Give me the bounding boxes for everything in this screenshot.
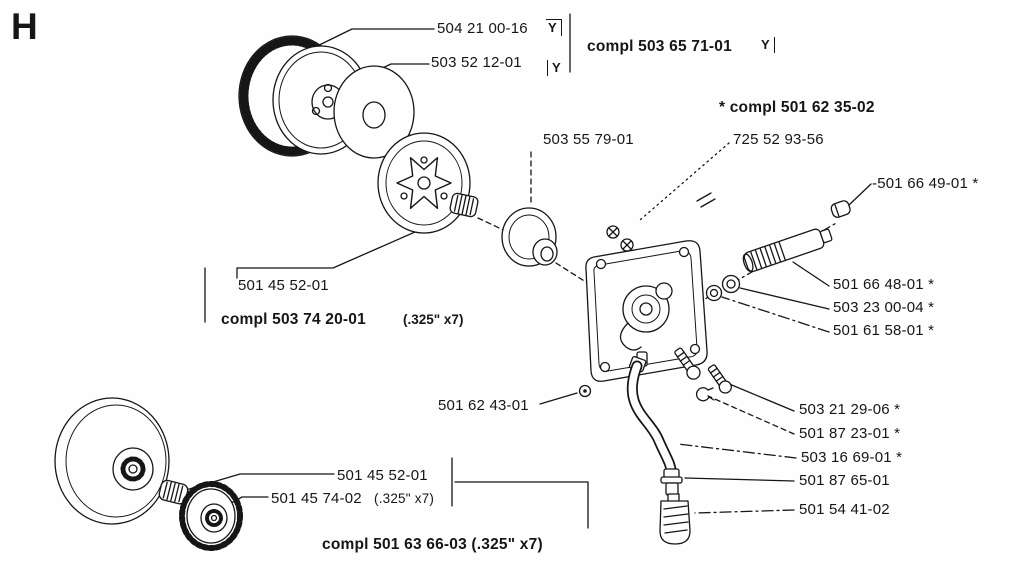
part-number-501-66-49-01: -501 66 49-01 * — [872, 175, 979, 192]
mounting-screws — [606, 225, 634, 252]
lower-screws — [578, 347, 732, 402]
part-number-501-45-52-01-top: 501 45 52-01 — [238, 277, 329, 294]
hose-clamp — [696, 387, 715, 402]
spec-503-74-20-01: (.325" x7) — [403, 312, 464, 327]
part-number-501-66-48-01: 501 66 48-01 * — [833, 276, 935, 293]
part-number-503-23-00-04: 503 23 00-04 * — [833, 299, 935, 316]
part-number-503-52-12-01: 503 52 12-01 — [431, 54, 522, 71]
section-letter: H — [11, 6, 39, 47]
part-number-503-16-69-01: 503 16 69-01 * — [801, 449, 903, 466]
oil-hose — [626, 356, 677, 478]
clutch-drum-bottom — [54, 397, 170, 525]
part-number-501-45-52-01-bottom: 501 45 52-01 — [337, 467, 428, 484]
part-number-503-55-79-01: 503 55 79-01 — [543, 131, 634, 148]
hose-connector — [660, 468, 683, 496]
part-number-501-54-41-02: 501 54 41-02 — [799, 501, 890, 518]
compl-number-503-74-20-01: compl 503 74 20-01 — [221, 311, 366, 328]
spur-sprocket — [179, 481, 243, 551]
cap-nut — [830, 200, 851, 218]
part-number-501-62-43-01: 501 62 43-01 — [438, 397, 529, 414]
clip-symbol-mid: Y — [547, 60, 563, 76]
clip-symbol-compl: Y — [759, 37, 775, 53]
part-number-725-52-93-56: 725 52 93-56 — [733, 131, 824, 148]
clip-symbol-top: Y — [546, 19, 562, 36]
small-clutch-drum — [501, 207, 558, 267]
clutch-drum-assembly-bottom — [54, 397, 243, 551]
pump-drive-cylinder — [742, 228, 833, 273]
screw-503-21-29-06 — [707, 364, 732, 394]
spec-501-45-74-02: (.325" x7) — [374, 491, 435, 506]
needle-bearing-top — [449, 192, 479, 218]
compl-number-501-63-66-03: compl 501 63 66-03 (.325" x7) — [322, 536, 543, 553]
part-number-504-21-00-16: 504 21 00-16 — [437, 20, 528, 37]
part-number-501-87-65-01: 501 87 65-01 — [799, 472, 890, 489]
compl-number-501-62-35-02: * compl 501 62 35-02 — [719, 99, 875, 116]
washers — [705, 274, 741, 302]
washer-plate — [333, 65, 415, 159]
oil-pickup-filter — [659, 493, 691, 545]
part-number-501-61-58-01: 501 61 58-01 * — [833, 322, 935, 339]
callout-leader-lines — [185, 13, 872, 529]
part-number-503-21-29-06: 503 21 29-06 * — [799, 401, 901, 418]
needle-bearing-bottom — [158, 479, 189, 505]
stud-bolt — [674, 347, 701, 380]
clutch-drum-assembly-top — [238, 35, 479, 234]
part-number-501-45-74-02: 501 45 74-02 — [271, 490, 362, 507]
compl-number-503-65-71-01: compl 503 65 71-01 — [587, 38, 732, 55]
oil-pump-plate — [585, 240, 708, 382]
oil-pump — [619, 282, 673, 367]
part-number-501-87-23-01: 501 87 23-01 * — [799, 425, 901, 442]
